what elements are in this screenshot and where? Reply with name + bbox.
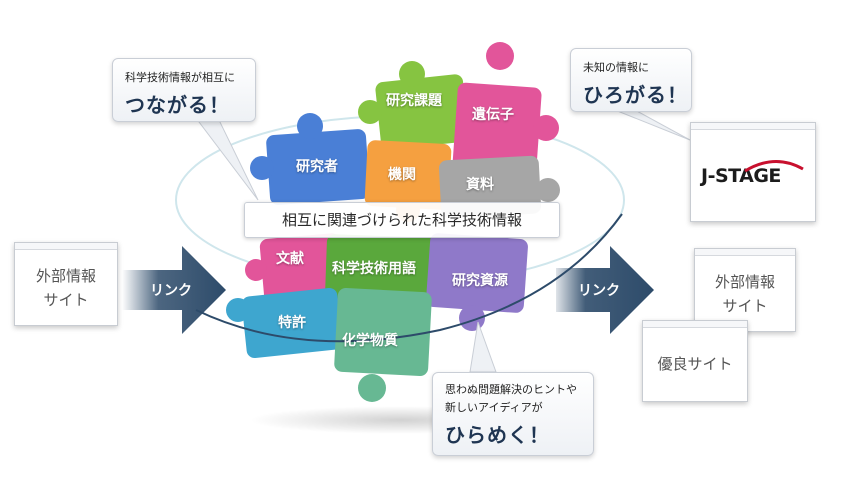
puzzle-piece-shape <box>426 233 528 313</box>
callout-connect-caption: 科学技術情報が相互に <box>125 71 235 84</box>
browser-bar <box>643 321 747 328</box>
callout-expand-caption: 未知の情報に <box>583 61 649 74</box>
external-site-left-line1: 外部情報 <box>35 267 96 285</box>
piece-label-literature: 文献 <box>276 251 304 267</box>
external-site-right-line2: サイト <box>722 297 768 315</box>
browser-bar <box>695 249 795 256</box>
external-site-left[interactable]: 外部情報 サイト <box>14 242 118 326</box>
puzzle-knob <box>250 156 274 180</box>
callout-inspire: 思わぬ問題解決のヒントや 新しいアイディアが ひらめく！ <box>432 372 594 456</box>
piece-label-institution: 機関 <box>388 167 416 183</box>
puzzle-piece-chemical <box>334 288 432 402</box>
link-arrow-left <box>122 246 226 334</box>
puzzle-piece-shape <box>325 234 441 302</box>
piece-label-researcher: 研究者 <box>296 159 338 175</box>
piece-label-gene: 遺伝子 <box>472 107 514 123</box>
external-site-right-line1: 外部情報 <box>714 273 775 291</box>
puzzle-knob <box>358 374 386 402</box>
callout-connect: 科学技術情報が相互に つながる！ <box>112 58 256 122</box>
browser-bar <box>15 243 117 250</box>
puzzle-knob <box>297 113 323 139</box>
callout-inspire-caption-2: 新しいアイディアが <box>445 401 543 414</box>
puzzle-piece-shape <box>375 74 469 150</box>
puzzle-piece-shape <box>364 140 452 210</box>
orbit-ring-front <box>195 213 623 343</box>
jstage-swoosh-icon <box>744 159 804 173</box>
external-site-right[interactable]: 外部情報 サイト <box>694 248 796 332</box>
puzzle-knob <box>245 259 267 281</box>
puzzle-knob <box>358 100 382 124</box>
puzzle-piece-shape <box>334 288 432 376</box>
jstage-site[interactable]: J-STAGE <box>690 122 816 222</box>
excellent-site[interactable]: 優良サイト <box>642 320 748 402</box>
jstage-logo: J-STAGE <box>701 165 781 187</box>
callout-inspire-caption-1: 思わぬ問題解決のヒントや <box>445 383 577 396</box>
excellent-site-label: 優良サイト <box>657 355 733 373</box>
callout-expand: 未知の情報に ひろがる！ <box>570 48 692 112</box>
puzzle-piece-shape <box>452 82 542 178</box>
puzzle-piece-shape <box>266 129 370 205</box>
piece-label-research-resources: 研究資源 <box>452 273 508 289</box>
jstage-logo-text: J-STAGE <box>701 165 781 187</box>
center-label: 相互に関連づけられた科学技術情報 <box>244 202 560 238</box>
puzzle-knob <box>226 298 250 322</box>
browser-bar <box>691 123 815 130</box>
link-label-right: リンク <box>578 283 620 299</box>
piece-label-patent: 特許 <box>278 315 306 331</box>
puzzle-knob <box>399 61 425 87</box>
piece-label-research-topic: 研究課題 <box>386 93 442 109</box>
puzzle-knob <box>536 178 560 202</box>
link-label-left: リンク <box>150 283 192 299</box>
link-arrow-right <box>556 246 654 334</box>
swoosh-path <box>744 159 804 173</box>
callout-inspire-headline: ひらめく！ <box>445 423 550 447</box>
puzzle-knob <box>533 115 559 141</box>
callout-connect-headline: つながる！ <box>125 93 230 117</box>
puzzle-piece-gene <box>452 42 559 178</box>
puzzle-piece-researcher <box>250 113 370 205</box>
puzzle-knob <box>486 42 514 70</box>
external-site-left-line2: サイト <box>43 291 89 309</box>
callout-expand-headline: ひろがる！ <box>583 83 688 107</box>
piece-label-material: 資料 <box>466 177 494 193</box>
piece-label-scientific-terms: 科学技術用語 <box>332 261 416 277</box>
puzzle-piece-shape <box>259 233 345 307</box>
puzzle-piece-research-topic <box>358 61 469 150</box>
puzzle-piece-literature <box>245 233 345 307</box>
piece-label-chemical: 化学物質 <box>342 333 398 349</box>
